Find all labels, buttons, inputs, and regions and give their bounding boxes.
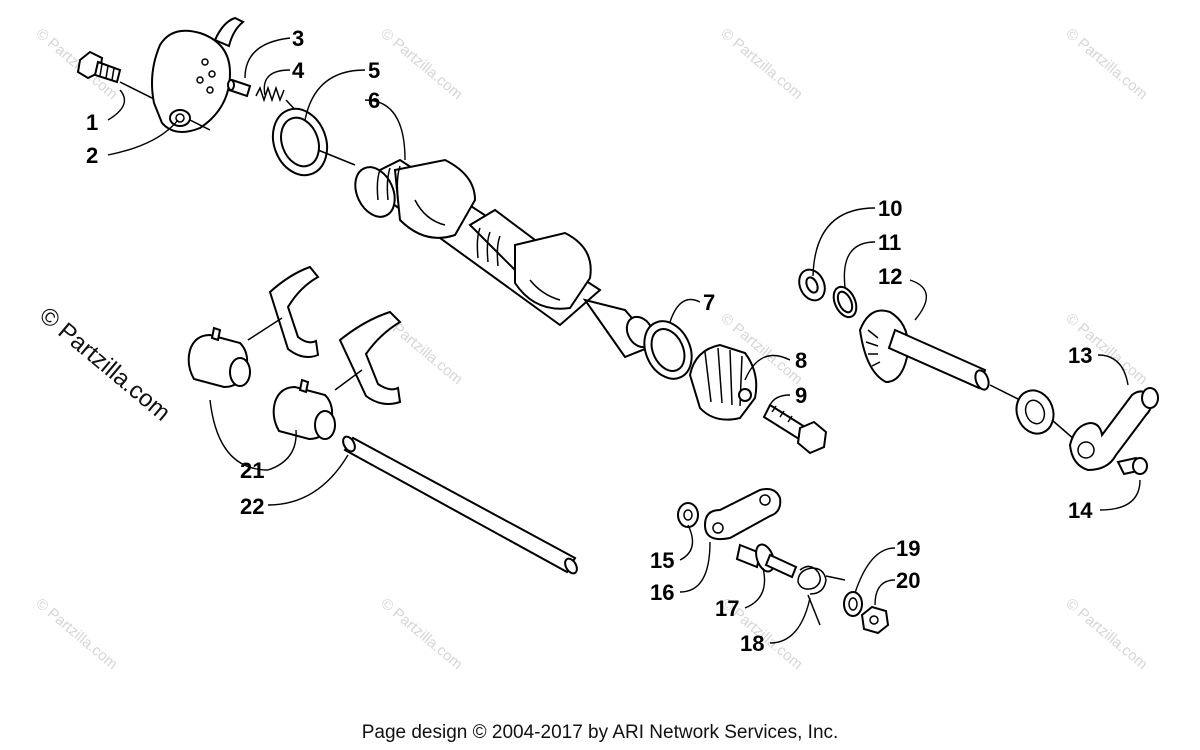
- part-14-bolt: [1116, 456, 1148, 476]
- callout-8: 8: [795, 348, 807, 373]
- part-15-washer: [677, 502, 699, 528]
- callout-12: 12: [878, 264, 902, 289]
- part-11-ring: [832, 285, 858, 319]
- part-22-fork-shaft: [342, 435, 578, 575]
- callout-18: 18: [740, 631, 764, 656]
- callout-10: 10: [878, 196, 902, 221]
- callout-21: 21: [240, 458, 264, 483]
- watermark-text: © Partzilla.com: [1062, 595, 1150, 673]
- callout-11: 11: [878, 230, 901, 255]
- part-1-bolt: [76, 50, 181, 113]
- callout-22: 22: [240, 494, 264, 519]
- part-9-bolt: [762, 403, 828, 455]
- part-10-washer: [798, 268, 826, 302]
- callout-3: 3: [292, 26, 304, 51]
- callout-6: 6: [368, 88, 380, 113]
- callout-4: 4: [292, 58, 305, 83]
- part-6-shift-drum: [354, 158, 671, 359]
- part-20-nut: [860, 605, 890, 635]
- part-2-sensor-housing: [151, 16, 245, 133]
- part-21-shift-fork: [187, 265, 320, 389]
- callout-15: 15: [650, 548, 674, 573]
- callout-20: 20: [896, 568, 920, 593]
- leader-lines: [107, 37, 1141, 644]
- callout-17: 17: [715, 596, 739, 621]
- callout-2: 2: [86, 143, 98, 168]
- callout-labels: 1 2 3 4 5 6 7 8 9 10 11 12 13 14 15 16 1…: [86, 26, 1093, 656]
- part-3-pin: [227, 78, 252, 98]
- part-16-stopper-plate: [703, 488, 782, 541]
- part-19-washer: [843, 591, 863, 617]
- footer-copyright: Page design © 2004-2017 by ARI Network S…: [361, 722, 839, 743]
- callout-9: 9: [795, 383, 807, 408]
- watermark-text: © Partzilla.com: [32, 25, 120, 103]
- callout-1: 1: [86, 110, 98, 135]
- callout-7: 7: [703, 290, 715, 315]
- part-5-washer: [271, 107, 356, 177]
- part-13-shift-arm: [1068, 387, 1159, 472]
- callout-16: 16: [650, 580, 674, 605]
- part-oil-seal: [1015, 389, 1076, 441]
- watermark-text: © Partzilla.com: [377, 25, 465, 103]
- watermark-text: © Partzilla.com: [377, 595, 465, 673]
- part-17-stopper-bolt: [735, 543, 798, 579]
- part-7-washer: [643, 320, 693, 380]
- callout-19: 19: [896, 536, 920, 561]
- watermark-side-text: © Partzilla.com: [34, 302, 175, 427]
- watermark-text: © Partzilla.com: [717, 25, 805, 103]
- watermark-text: © Partzilla.com: [1062, 25, 1150, 103]
- part-21-shift-fork: [272, 310, 402, 441]
- callout-5: 5: [368, 58, 380, 83]
- watermark-text: © Partzilla.com: [32, 595, 120, 673]
- callout-13: 13: [1068, 343, 1092, 368]
- part-12-shift-shaft: [858, 309, 1021, 401]
- part-8-gear: [688, 343, 758, 421]
- callout-14: 14: [1068, 498, 1093, 523]
